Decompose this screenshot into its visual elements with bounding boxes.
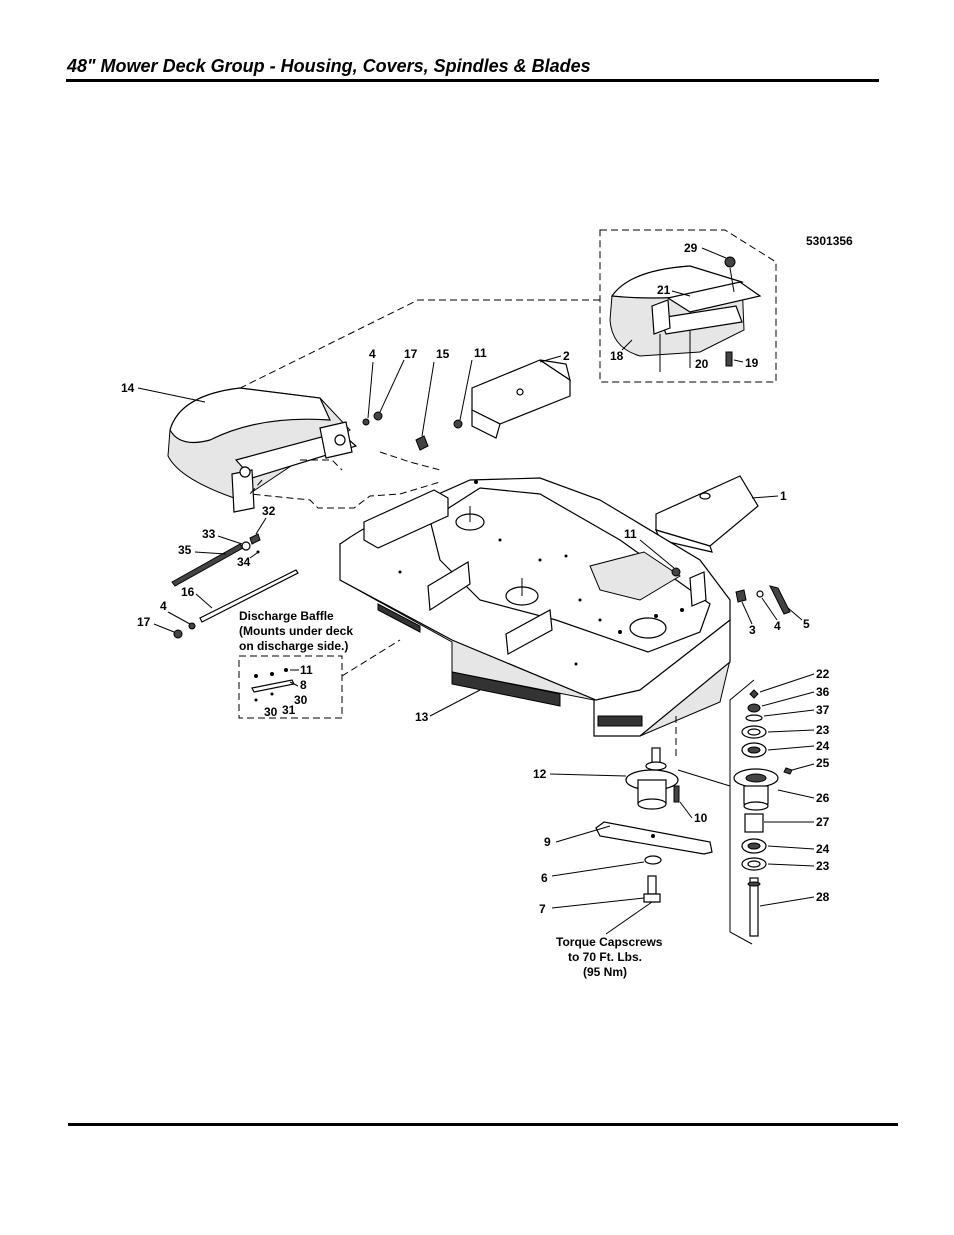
c-32: 32 [262, 504, 276, 518]
c-2: 2 [563, 349, 570, 363]
inset-chute-group [599, 229, 777, 383]
nut-36 [747, 703, 761, 713]
c-36: 36 [816, 685, 830, 699]
washer-37 [745, 714, 763, 722]
nut-29 [724, 256, 736, 268]
c-11c: 11 [300, 663, 313, 677]
bolt-19 [725, 351, 733, 367]
zerk-22 [749, 689, 759, 699]
c-20: 20 [695, 357, 709, 371]
spring-32 [249, 533, 261, 545]
c-28: 28 [816, 890, 830, 904]
c-31: 31 [282, 703, 296, 717]
nut-11 [453, 419, 463, 429]
washer-33 [241, 541, 251, 551]
c-29: 29 [684, 241, 698, 255]
washer-4 [362, 418, 370, 426]
c-5: 5 [803, 617, 810, 631]
c-18: 18 [610, 349, 624, 363]
header-rule [66, 79, 879, 82]
discharge-chute-14 [167, 387, 358, 513]
c-22: 22 [816, 667, 830, 681]
c-14: 14 [121, 381, 135, 395]
inset-border [599, 229, 777, 383]
baffle-note-line3: on discharge side.) [239, 639, 348, 653]
c-9: 9 [544, 835, 551, 849]
c-1: 1 [780, 489, 787, 503]
c-15: 15 [436, 347, 450, 361]
page-title: 48" Mower Deck Group - Housing, Covers, … [67, 56, 591, 76]
c-13: 13 [415, 710, 429, 724]
c-24a: 24 [816, 739, 830, 753]
c-23b: 23 [816, 859, 830, 873]
capscrew-7 [643, 875, 661, 903]
bolt-15 [415, 435, 429, 451]
c-37: 37 [816, 703, 830, 717]
torque-note-line1: Torque Capscrews [556, 935, 663, 949]
c-23a: 23 [816, 723, 830, 737]
c-8: 8 [300, 678, 307, 692]
nut-17 [373, 411, 383, 421]
c-3: 3 [749, 623, 756, 637]
c-19: 19 [745, 356, 759, 370]
bracket-20-flange [651, 299, 671, 335]
baffle-inset-border [238, 655, 343, 719]
housing-26 [733, 768, 779, 811]
c-16: 16 [181, 585, 195, 599]
baffle-note-line1: Discharge Baffle [239, 609, 334, 623]
washer-4b [188, 622, 196, 630]
c-34: 34 [237, 555, 251, 569]
c-25: 25 [816, 756, 830, 770]
drawing-number: 5301356 [806, 234, 853, 248]
hinge-pin-16 [199, 569, 299, 623]
c-26: 26 [816, 791, 830, 805]
blade-9 [595, 821, 713, 855]
footer-rule [68, 1123, 898, 1126]
c-11a: 11 [474, 346, 487, 360]
belt-cover-2 [471, 359, 571, 439]
baffle-note-line2: (Mounts under deck [239, 624, 353, 638]
c-6: 6 [541, 871, 548, 885]
deck-housing-13 [339, 477, 731, 737]
c-21: 21 [657, 283, 671, 297]
spacer-27 [744, 813, 764, 833]
c-24b: 24 [816, 842, 830, 856]
nut-17b [173, 629, 183, 639]
c-33: 33 [202, 527, 216, 541]
c-7: 7 [539, 902, 546, 916]
discharge-baffle [251, 668, 295, 702]
shaft-28 [747, 877, 761, 937]
fitting-25 [783, 767, 793, 775]
spindle-exploded-view [729, 679, 793, 945]
c-17b: 17 [137, 615, 151, 629]
c-30b: 30 [264, 705, 278, 719]
c-27: 27 [816, 815, 830, 829]
c-4a: 4 [369, 347, 376, 361]
hinge-plate-21 [666, 281, 762, 313]
washer-6 [644, 855, 662, 865]
spindle-assembly-12 [625, 747, 680, 810]
c-10: 10 [694, 811, 708, 825]
torque-note-line3: (95 Nm) [583, 965, 627, 979]
c-30a: 30 [294, 693, 308, 707]
c-17a: 17 [404, 347, 418, 361]
belt-cover-1 [654, 475, 759, 553]
c-11b: 11 [624, 527, 637, 541]
c-4c: 4 [774, 619, 781, 633]
c-12: 12 [533, 767, 547, 781]
c-35: 35 [178, 543, 192, 557]
torque-note-line2: to 70 Ft. Lbs. [568, 950, 642, 964]
pin-34 [256, 550, 260, 554]
c-4b: 4 [160, 599, 167, 613]
